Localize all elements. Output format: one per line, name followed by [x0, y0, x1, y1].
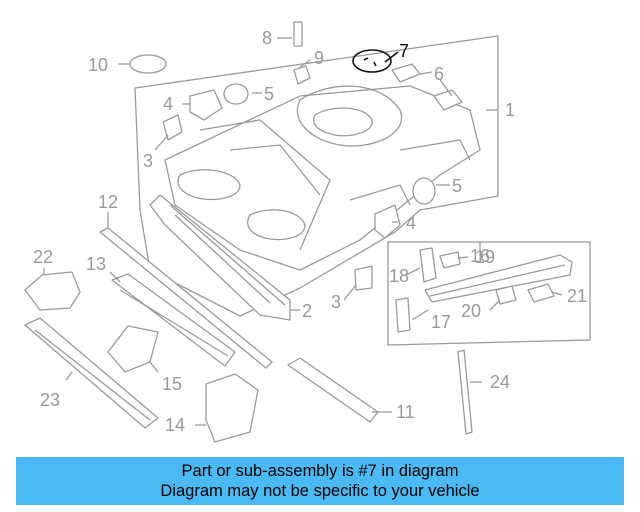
- callout-18: 18: [389, 266, 409, 286]
- callout-11: 11: [396, 402, 415, 422]
- callout-20: 20: [461, 301, 481, 321]
- bracket-6-b: [433, 89, 463, 111]
- callout-1: 1: [505, 100, 515, 120]
- callout-4-lower: 4: [406, 213, 416, 233]
- callout-23: 23: [40, 390, 60, 410]
- callout-19: 19: [475, 247, 495, 267]
- callout-5-lower: 5: [452, 176, 462, 196]
- callout-7: 7: [399, 41, 409, 61]
- grommet-5-upper: [223, 83, 249, 105]
- callout-6: 6: [434, 64, 444, 84]
- stud-8: [293, 21, 303, 47]
- bracket-21: [527, 283, 555, 303]
- callout-24: 24: [490, 372, 510, 392]
- callout-3-lower: 3: [331, 292, 341, 312]
- callout-2: 2: [302, 301, 312, 321]
- callout-21: 21: [567, 286, 587, 306]
- leader-lines: [43, 37, 563, 426]
- callout-13: 13: [86, 254, 106, 274]
- clip-9: [293, 65, 311, 85]
- callout-22: 22: [33, 247, 53, 267]
- cross-member-11: [287, 357, 379, 423]
- callout-8: 8: [262, 28, 272, 48]
- plug-7-detail: [363, 57, 377, 67]
- callout-15: 15: [162, 374, 182, 394]
- support-14: [205, 373, 259, 443]
- callout-12: 12: [98, 192, 118, 212]
- plug-7-highlighted: [352, 49, 392, 73]
- callout-17: 17: [431, 312, 451, 332]
- parts-diagram: 1 2 3 3 4 4 5 5 6 7 8 9 10 11 12 13 14 1…: [24, 21, 591, 443]
- banner-line-2: Diagram may not be specific to your vehi…: [160, 482, 480, 500]
- sub-assembly-16-box: [387, 241, 591, 346]
- floor-pan-assembly: [134, 35, 499, 317]
- callout-14: 14: [165, 415, 185, 435]
- callout-16: 16: [470, 246, 490, 266]
- info-banner: Part or sub-assembly is #7 in diagram Di…: [16, 457, 624, 505]
- bracket-3-lower: [354, 265, 373, 291]
- leader-7: [384, 51, 399, 63]
- grommet-5-lower: [412, 177, 436, 205]
- reinforcement-22: [24, 271, 81, 311]
- banner-line-1: Part or sub-assembly is #7 in diagram: [181, 462, 459, 480]
- bracket-3-upper: [162, 114, 183, 141]
- plug-10: [129, 54, 167, 74]
- tie-rod-12: [99, 227, 273, 369]
- rear-sill-panel: [149, 194, 291, 321]
- bracket-15: [107, 325, 159, 373]
- bracket-4-upper: [189, 89, 223, 121]
- callout-3-upper: 3: [143, 151, 153, 171]
- callout-9: 9: [314, 48, 324, 68]
- callout-10: 10: [88, 55, 108, 75]
- bracket-4-lower: [374, 204, 401, 239]
- callout-5-upper: 5: [264, 84, 274, 104]
- rail-13: [111, 273, 236, 367]
- rod-24: [457, 349, 473, 435]
- callout-4-upper: 4: [163, 94, 173, 114]
